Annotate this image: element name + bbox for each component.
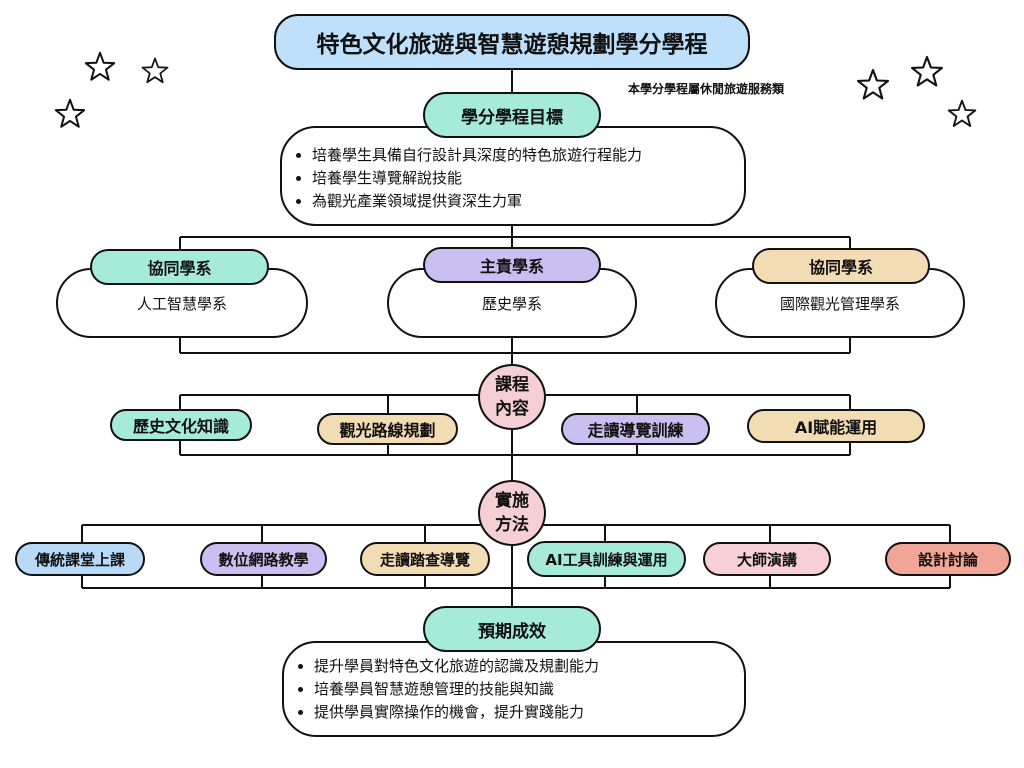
department-name: 歷史學系: [481, 295, 542, 313]
star-icon: [856, 68, 890, 100]
curriculum-label-line: 內容: [495, 399, 529, 419]
outcomes-box: 提升學員對特色文化旅遊的認識及規劃能力 培養學員智慧遊憩管理的技能與知識 提供學…: [282, 641, 746, 737]
goal-item: 培養學生導覽解說技能: [312, 167, 744, 190]
goal-item: 培養學生具備自行設計具深度的特色旅遊行程能力: [312, 144, 744, 167]
curriculum-item: 觀光路線規劃: [317, 413, 458, 445]
method-item: 走讀踏查導覽: [360, 542, 490, 576]
star-icon: [84, 51, 116, 81]
goals-box: 培養學生具備自行設計具深度的特色旅遊行程能力 培養學生導覽解說技能 為觀光產業領…: [280, 126, 746, 226]
department-role-label: 協同學系: [90, 249, 269, 285]
method-item: 數位網路教學: [200, 542, 327, 576]
department-role-label: 主責學系: [423, 247, 601, 283]
methods-label: 實施 方法: [478, 480, 546, 546]
goal-item: 為觀光產業領域提供資深生力軍: [312, 190, 744, 213]
program-title: 特色文化旅遊與智慧遊憩規劃學分學程: [274, 14, 750, 70]
outcome-item: 提升學員對特色文化旅遊的認識及規劃能力: [314, 655, 744, 678]
outcome-item: 提供學員實際操作的機會，提升實踐能力: [314, 701, 744, 724]
curriculum-label-line: 課程: [495, 375, 529, 395]
program-category-note: 本學分學程屬休閒旅遊服務類: [628, 82, 785, 96]
method-item: 大師演講: [703, 542, 831, 576]
curriculum-item: 走讀導覽訓練: [561, 413, 710, 445]
method-item: AI工具訓練與運用: [527, 541, 686, 577]
outcomes-label: 預期成效: [423, 606, 601, 652]
method-item: 設計討論: [885, 542, 1011, 576]
method-item: 傳統課堂上課: [15, 542, 145, 576]
goals-list: 培養學生具備自行設計具深度的特色旅遊行程能力 培養學生導覽解說技能 為觀光產業領…: [282, 144, 744, 213]
curriculum-item: AI賦能運用: [747, 409, 925, 443]
department-name: 人工智慧學系: [136, 295, 227, 313]
methods-label-line: 實施: [495, 491, 529, 511]
star-icon: [947, 99, 977, 127]
star-icon: [910, 55, 944, 87]
department-role-label: 協同學系: [752, 248, 930, 284]
goals-label: 學分學程目標: [423, 92, 601, 138]
outcome-item: 培養學員智慧遊憩管理的技能與知識: [314, 678, 744, 701]
curriculum-label: 課程 內容: [478, 364, 546, 430]
star-icon: [54, 98, 86, 128]
curriculum-item: 歷史文化知識: [110, 409, 252, 441]
star-icon: [141, 57, 169, 84]
department-name: 國際觀光管理學系: [779, 295, 900, 313]
outcomes-list: 提升學員對特色文化旅遊的認識及規劃能力 培養學員智慧遊憩管理的技能與知識 提供學…: [284, 655, 744, 724]
methods-label-line: 方法: [495, 515, 529, 535]
